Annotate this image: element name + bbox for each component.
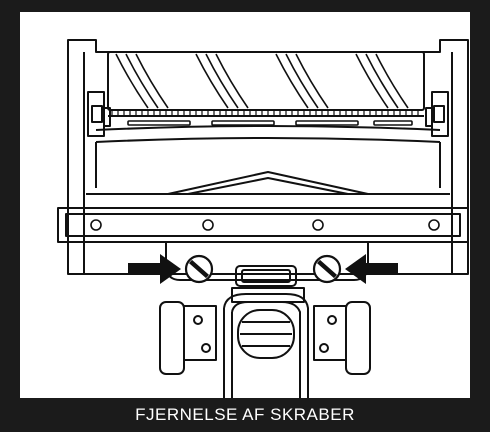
drawing-area [20, 12, 470, 398]
right-scraper-screw [312, 254, 342, 284]
swivel-neck [223, 293, 309, 398]
left-scraper-screw [184, 254, 214, 284]
chevron-ridge [167, 171, 369, 195]
right-clip [425, 91, 449, 137]
left-clip [87, 91, 111, 137]
brush-roll [107, 51, 425, 117]
left-wheel [159, 301, 217, 375]
scraper-removal-diagram [57, 39, 469, 398]
screw-icon [90, 219, 440, 231]
left-arrow-icon [128, 254, 181, 284]
latch [231, 265, 305, 303]
right-arrow-icon [345, 254, 398, 284]
front-bar [57, 207, 469, 243]
right-wheel [313, 301, 371, 375]
caption: FJERNELSE AF SKRABER [135, 405, 355, 424]
